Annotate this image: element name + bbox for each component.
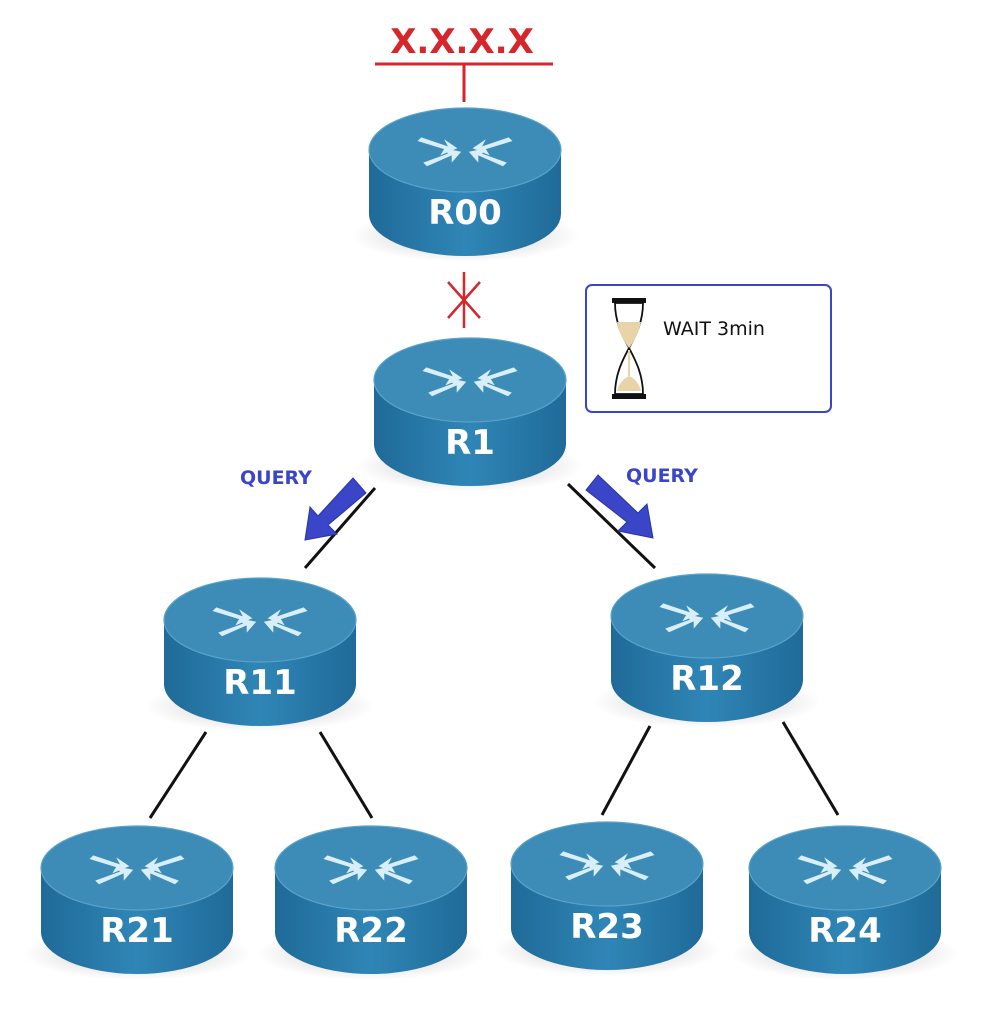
router-r23: R23 bbox=[493, 821, 721, 976]
query-label: QUERY bbox=[626, 465, 698, 487]
network-segment: X.X.X.X bbox=[375, 22, 553, 102]
router-r1: R1 bbox=[356, 337, 584, 492]
link-r11-r21 bbox=[148, 731, 208, 819]
query-label: QUERY bbox=[240, 467, 312, 489]
hourglass-icon bbox=[612, 298, 646, 399]
links bbox=[148, 482, 840, 819]
link-r1-r12 bbox=[566, 482, 657, 570]
network-label: X.X.X.X bbox=[390, 22, 534, 62]
query-left: QUERY bbox=[240, 467, 367, 541]
router-r00: R00 bbox=[351, 107, 579, 262]
failure-x-icon bbox=[447, 272, 481, 328]
query-arrow-icon bbox=[304, 477, 367, 541]
query-arrow-icon bbox=[585, 474, 654, 539]
router-label: R11 bbox=[223, 663, 297, 703]
link-r12-r23 bbox=[600, 725, 652, 816]
router-label: R1 bbox=[445, 423, 495, 463]
query-right: QUERY bbox=[585, 465, 698, 539]
router-label: R22 bbox=[334, 911, 408, 951]
wait-label: WAIT 3min bbox=[663, 318, 765, 340]
router-r11: R11 bbox=[146, 577, 374, 732]
wait-box: WAIT 3min bbox=[585, 284, 832, 413]
router-r22: R22 bbox=[257, 825, 485, 980]
router-label: R21 bbox=[100, 911, 174, 951]
router-label: R24 bbox=[808, 911, 882, 951]
link-r11-r22 bbox=[318, 731, 374, 819]
router-label: R00 bbox=[428, 193, 502, 233]
router-label: R23 bbox=[570, 907, 644, 947]
router-r24: R24 bbox=[731, 825, 959, 980]
link-r12-r24 bbox=[781, 721, 840, 816]
link-r1-r11 bbox=[303, 487, 377, 569]
router-r12: R12 bbox=[593, 573, 821, 728]
router-label: R12 bbox=[670, 659, 744, 699]
router-r21: R21 bbox=[23, 825, 251, 980]
